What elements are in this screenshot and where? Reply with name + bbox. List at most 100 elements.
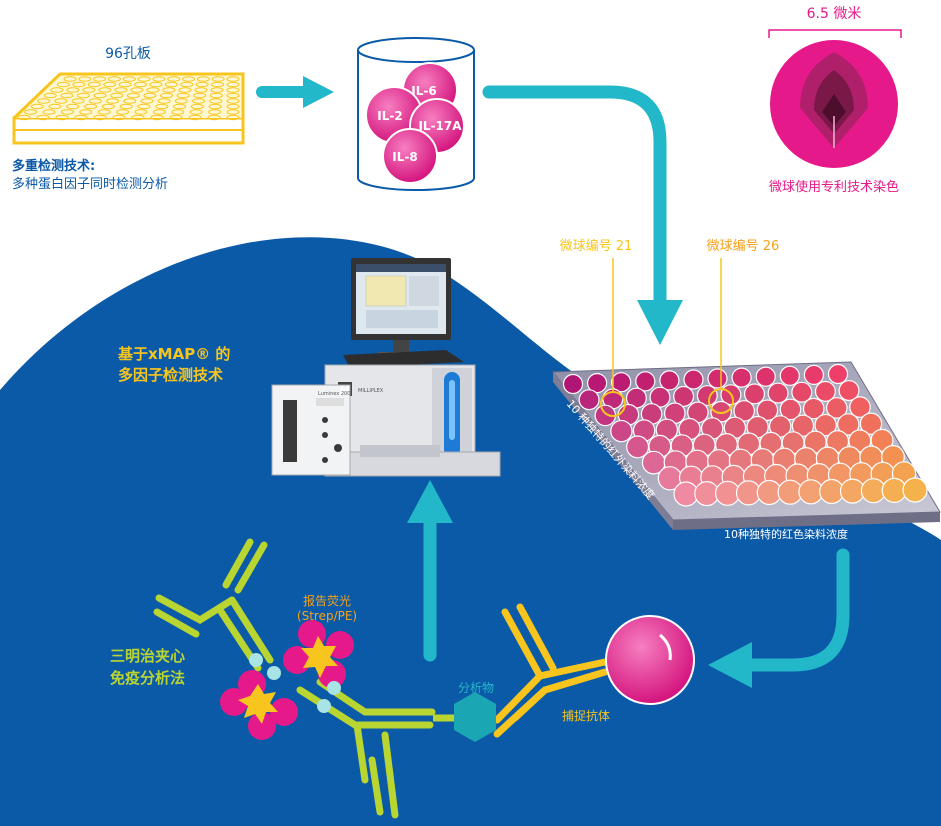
plate-well	[209, 98, 223, 104]
pe-fluorophore-1	[220, 670, 298, 740]
plate-well	[54, 98, 68, 104]
bead-well	[610, 419, 633, 443]
cytokine-label-il6: IL-6	[411, 84, 436, 98]
bead-id-21: 微球编号 21	[560, 239, 633, 254]
bead-id-26: 微球编号 26	[707, 239, 780, 254]
plate-well	[226, 92, 240, 99]
bead-well	[802, 397, 825, 420]
plate-well	[173, 103, 187, 110]
plate-well	[152, 76, 166, 82]
plate-well	[134, 81, 148, 88]
bead-well	[814, 413, 837, 437]
plate-well	[149, 81, 163, 88]
plate-well	[130, 87, 144, 93]
biotin-dots	[249, 653, 341, 713]
bead-well	[649, 386, 671, 408]
bead-well	[707, 368, 728, 389]
plate-well	[36, 114, 50, 121]
bead-well	[849, 396, 871, 418]
plate-well	[157, 98, 171, 104]
plate-well	[226, 98, 240, 104]
arrow-head-icon	[708, 642, 752, 688]
plate-well	[110, 92, 124, 99]
multiplex-subtitle: 多种蛋白因子同时检测分析	[12, 176, 168, 192]
bead-well	[562, 373, 584, 395]
bead-well	[767, 382, 789, 404]
plate-well	[79, 109, 93, 115]
96-well-plate	[12, 72, 245, 145]
bead-well	[859, 412, 883, 435]
arrow-head-icon	[407, 480, 453, 523]
bead-well	[733, 400, 755, 422]
plate-well	[30, 103, 44, 110]
plate-well	[56, 81, 70, 88]
plate-well	[174, 98, 188, 104]
plate-well	[43, 92, 57, 99]
bead-size-label: 6.5 微米	[807, 6, 862, 22]
capture-bead	[605, 615, 695, 705]
plate-well	[63, 76, 77, 82]
plate-well	[77, 92, 91, 99]
plate-well	[226, 109, 240, 115]
bead-well	[586, 373, 608, 394]
plate-well	[87, 81, 101, 88]
plate-well	[66, 103, 80, 110]
plate-well	[169, 114, 183, 121]
plate-well	[93, 92, 107, 99]
plate-well	[118, 81, 132, 88]
plate-well	[112, 114, 126, 121]
plate-well	[82, 87, 96, 93]
bead-well	[827, 363, 849, 385]
plate-well	[176, 92, 190, 99]
bead-well	[756, 399, 779, 421]
plate-well	[140, 98, 154, 104]
plate-well	[167, 76, 181, 82]
instrument-logo: M	[340, 384, 351, 397]
bead-well	[673, 385, 695, 407]
plate-well	[182, 76, 196, 82]
bead-well	[755, 366, 776, 387]
plate-well	[55, 114, 69, 121]
plate-well	[226, 76, 240, 82]
sandwich-title-line1: 三明治夹心	[110, 647, 185, 665]
bead-well	[731, 367, 752, 388]
analyte-label: 分析物	[458, 681, 494, 695]
plate-well	[98, 87, 112, 93]
pe-fluorophore-2	[283, 620, 354, 688]
plate-well	[84, 103, 98, 110]
arrow-jar-to-plate	[482, 85, 667, 307]
plate-well	[97, 109, 111, 115]
plate-well	[189, 109, 203, 115]
plate-well	[162, 87, 176, 93]
multiplex-title: 多重检测技术:	[12, 158, 95, 174]
plate-well	[178, 87, 192, 93]
plate-well	[60, 92, 74, 99]
plate-well	[93, 114, 107, 121]
arrow-head-icon	[637, 300, 683, 345]
plate-well	[114, 87, 128, 93]
plate-well	[48, 103, 62, 110]
plate-well	[207, 114, 221, 121]
red-dye-label: 10种独特的红色染料浓度	[724, 527, 848, 541]
bead-shine	[659, 633, 672, 661]
plate-well	[171, 109, 185, 115]
plate-well	[119, 103, 133, 110]
bead-well	[611, 372, 632, 393]
bead-well	[696, 385, 718, 407]
plate-well	[180, 81, 194, 88]
capture-label: 捕捉抗体	[562, 708, 610, 723]
plate-well	[152, 109, 166, 115]
plate-well	[107, 76, 121, 82]
instrument-model: Luminex 200	[318, 391, 350, 397]
plate-label: 96孔板	[105, 46, 151, 62]
plate-well	[71, 98, 85, 104]
plate-well	[150, 114, 164, 121]
plate-well	[146, 87, 160, 93]
plate-well	[24, 109, 38, 115]
bead-well	[635, 371, 656, 392]
plate-well	[193, 92, 207, 99]
plate-well	[226, 87, 240, 93]
cytokine-label-il17a: IL-17A	[418, 119, 462, 133]
plate-well	[122, 76, 136, 82]
